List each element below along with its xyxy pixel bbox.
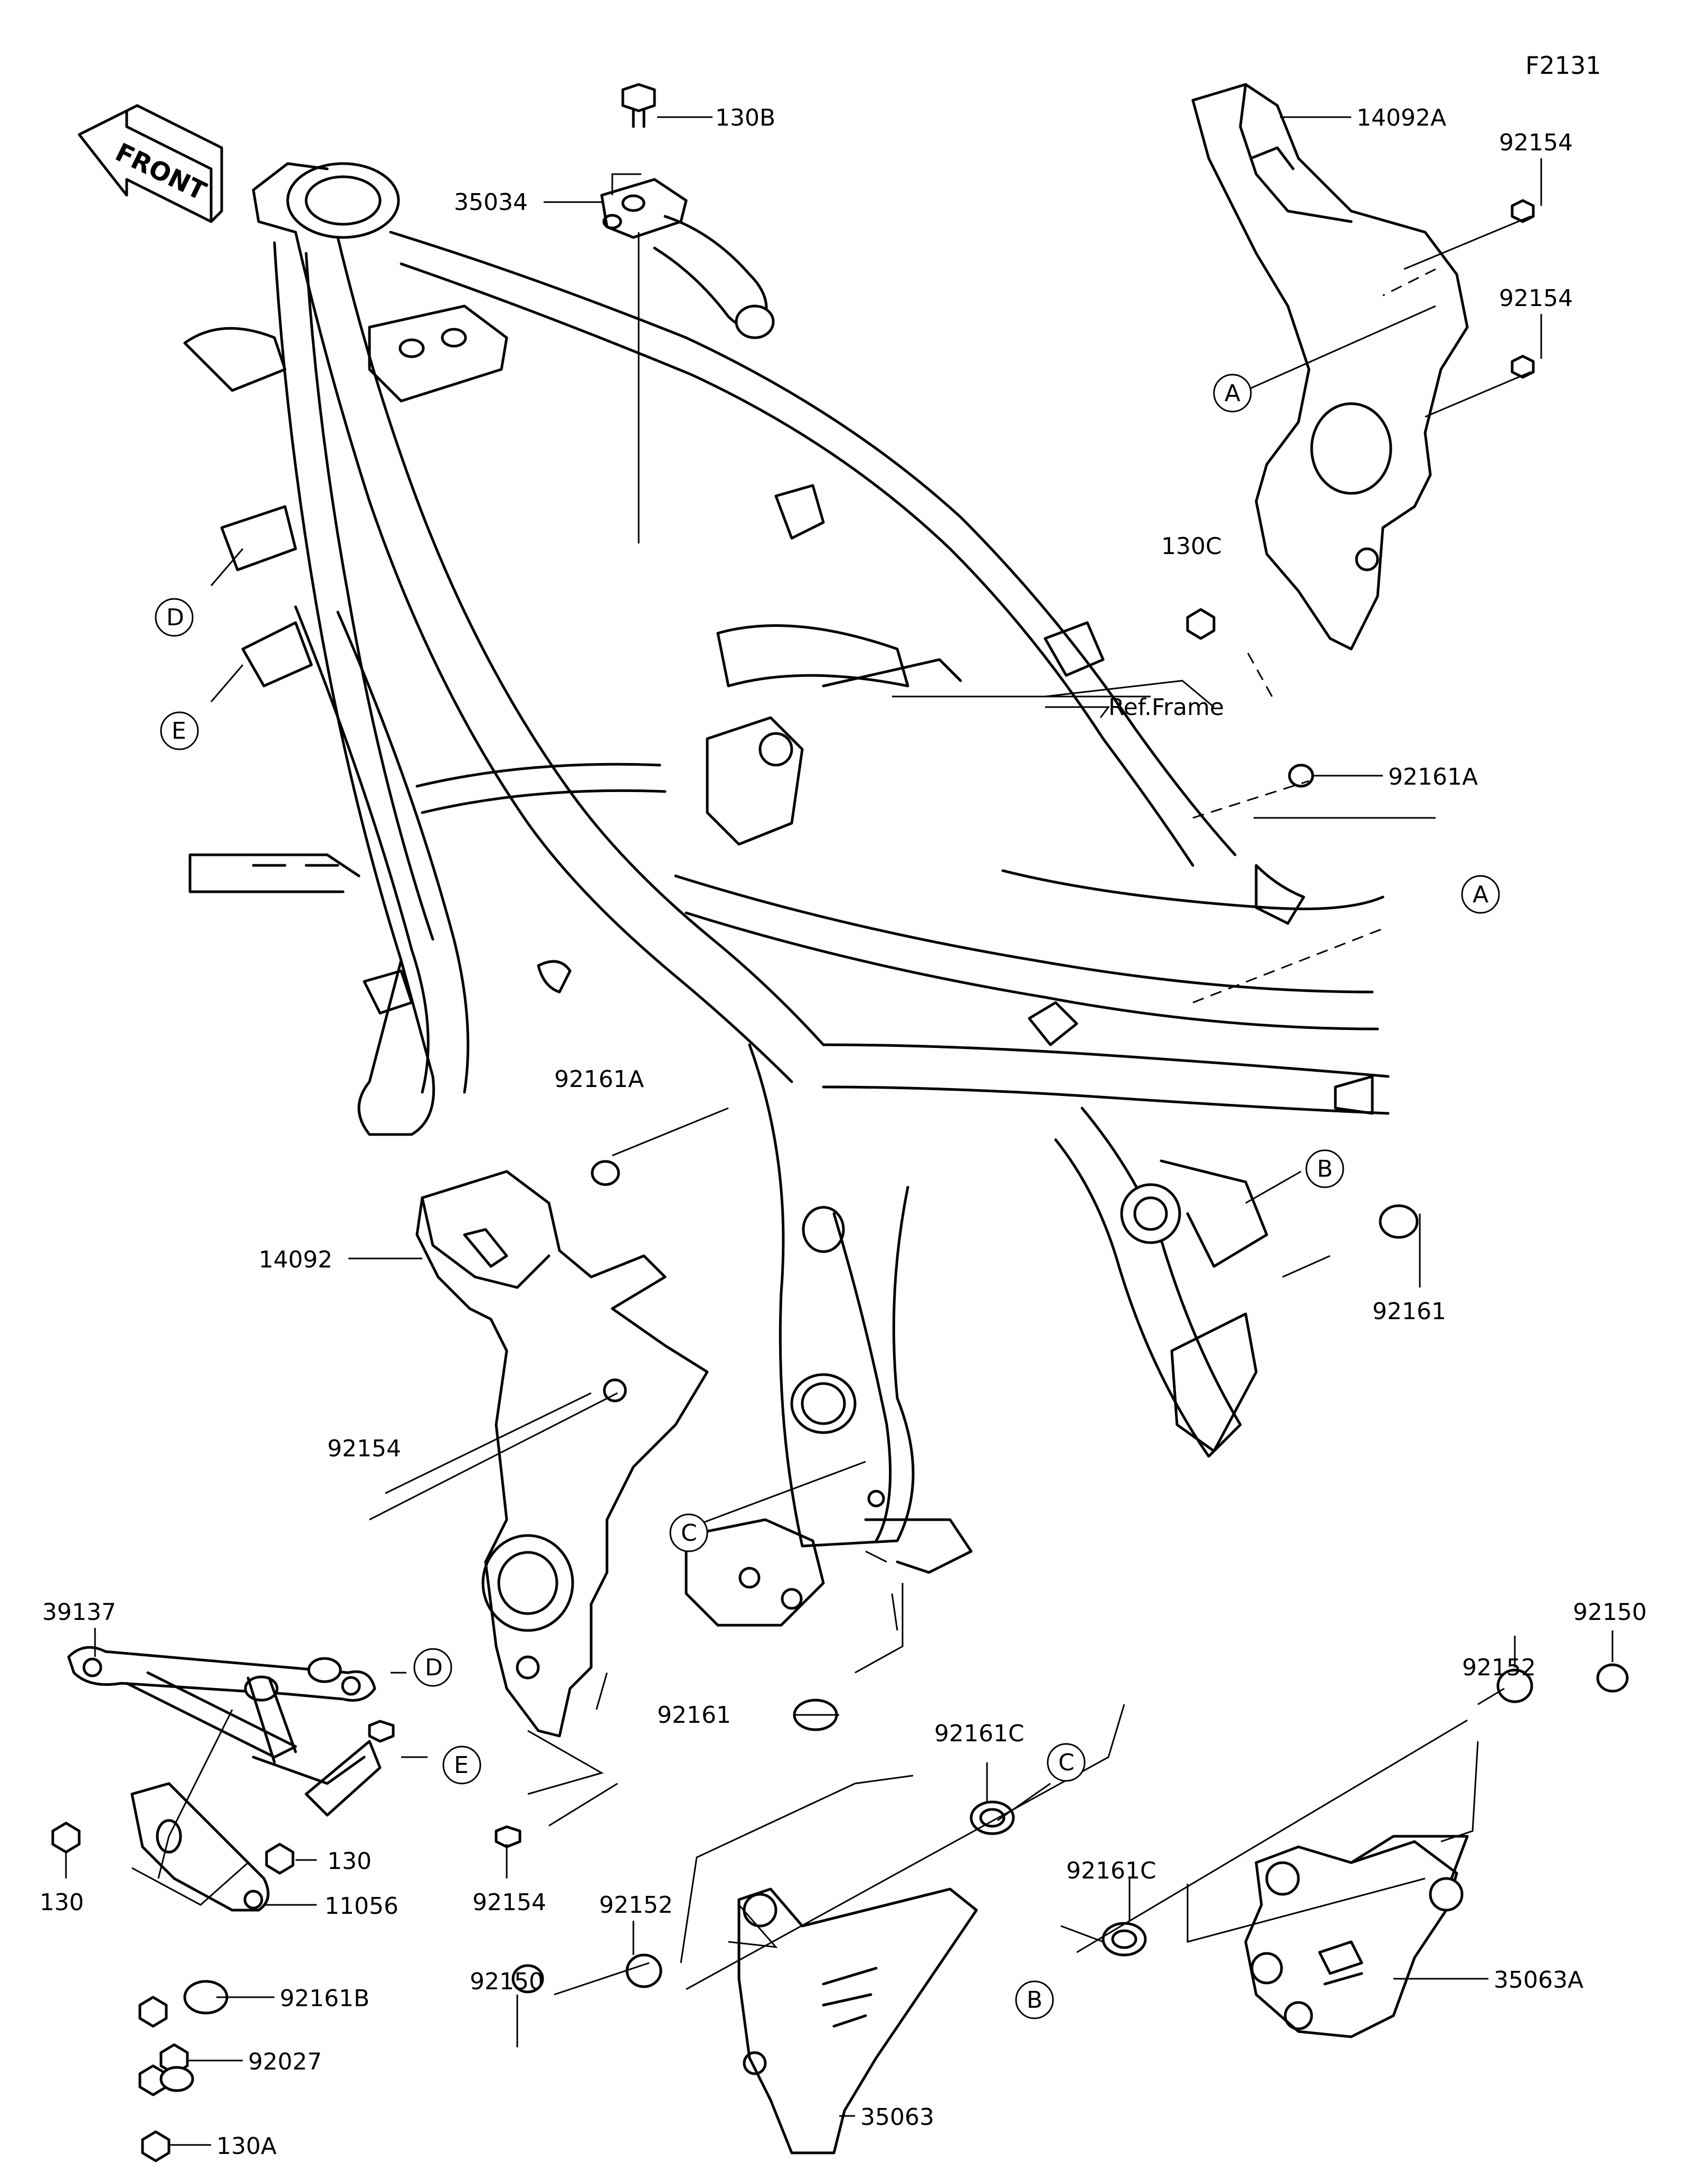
ref-letter-E-bracket: E: [454, 1752, 469, 1779]
ref-letter-B-bracket: B: [1027, 1987, 1042, 2014]
label-130-right: 130: [327, 1848, 372, 1875]
label-92154-mid: 92154: [1499, 285, 1573, 312]
label-14092A: 14092A: [1356, 104, 1446, 131]
ref-letter-C-bracket: C: [1058, 1749, 1075, 1776]
label-92161A-right: 92161A: [1388, 764, 1478, 790]
label-92161-center: 92161: [657, 1702, 731, 1729]
part-14092A-cover: [1191, 83, 1469, 651]
label-39137: 39137: [42, 1599, 116, 1626]
part-35063A-footrest-bracket: [1244, 1835, 1469, 2038]
label-130B: 130B: [715, 104, 775, 131]
ref-letter-C-frame: C: [681, 1520, 697, 1547]
part-14092-cover: [415, 1170, 709, 1738]
label-35063A: 35063A: [1494, 1967, 1583, 1994]
ref-letter-A-frame: A: [1473, 881, 1488, 908]
label-92161A-left: 92161A: [554, 1066, 644, 1093]
label-92161C-center: 92161C: [934, 1720, 1024, 1747]
ref-letter-A-upper: A: [1225, 380, 1240, 407]
label-35063: 35063: [860, 2104, 934, 2131]
label-130C: 130C: [1161, 533, 1222, 560]
part-11056-bracket: [130, 1740, 382, 1912]
figure-code: F2131: [1525, 51, 1601, 80]
label-130-left: 130: [40, 1889, 84, 1916]
part-number-labels: 130B 35034 14092A 92154 92154 130C Ref.F…: [40, 104, 1647, 2160]
label-92154-lower: 92154: [472, 1889, 546, 1916]
label-11056: 11056: [325, 1893, 398, 1920]
label-130A: 130A: [216, 2133, 277, 2160]
label-92161-right: 92161: [1372, 1298, 1446, 1325]
ref-letter-circles: A A B B C C D D E E: [155, 374, 1500, 2019]
label-92161C-right: 92161C: [1066, 1857, 1156, 1884]
label-35034: 35034: [454, 189, 528, 216]
part-35063-footrest-bracket: [737, 1887, 978, 2154]
label-92152-left: 92152: [599, 1892, 673, 1919]
ref-letter-D-frame: D: [166, 604, 184, 631]
label-92152-right: 92152: [1462, 1654, 1536, 1681]
ref-letter-D-bracket: D: [425, 1654, 443, 1681]
front-arrow-icon: FRONT: [78, 104, 223, 223]
label-92027: 92027: [248, 2048, 322, 2075]
ref-letter-E-frame: E: [172, 718, 186, 745]
main-frame: [183, 162, 1390, 1627]
bolt-130B: [621, 83, 656, 128]
part-39137-bracket: [67, 1646, 376, 1764]
label-92161B: 92161B: [280, 1985, 369, 2012]
ref-letter-B-frame: B: [1317, 1156, 1333, 1182]
label-92150-left: 92150: [470, 1968, 544, 1995]
label-92150-right: 92150: [1573, 1599, 1647, 1626]
label-14092: 14092: [259, 1246, 333, 1273]
leader-lines: [65, 116, 1614, 2146]
label-92154-left: 92154: [327, 1435, 401, 1462]
ref-frame-label: Ref.Frame: [1108, 694, 1224, 721]
label-92154-upper: 92154: [1499, 129, 1573, 156]
part-35034-bracket: [600, 178, 775, 339]
